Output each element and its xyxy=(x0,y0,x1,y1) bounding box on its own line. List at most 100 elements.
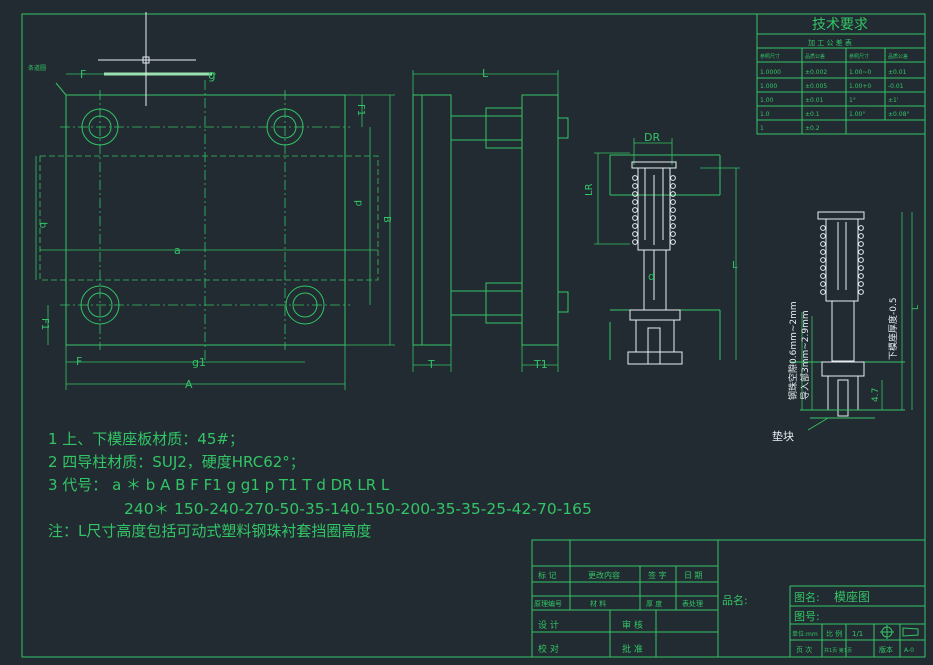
ball-bead xyxy=(820,265,826,271)
pad-label: 垫块 xyxy=(772,429,794,443)
upper-plate-side xyxy=(521,94,559,346)
ball-bead xyxy=(820,281,826,287)
hidden-outline xyxy=(39,155,379,281)
tb-material: 材 料 xyxy=(590,599,606,608)
gap-note: 钢珠空隙0.6mm~2mm xyxy=(787,301,799,400)
detail-view xyxy=(790,211,913,431)
ball-bead xyxy=(670,175,676,181)
tech-title: 技术要求 xyxy=(812,17,868,33)
tech-cell: ±0.005 xyxy=(805,83,827,90)
ball-bead xyxy=(820,273,826,279)
tb-sign: 签 字 xyxy=(648,570,667,580)
dim-47: 4.7 xyxy=(871,388,881,402)
tech-header-0: 参照尺寸 xyxy=(760,53,780,60)
ball-bead xyxy=(632,207,638,213)
tb-material-no: 原理编号 xyxy=(534,599,562,608)
ball-beads-detail-left xyxy=(820,225,826,295)
tb-version-no: A-0 xyxy=(904,647,914,654)
tb-drawing-no-label: 图号: xyxy=(794,610,820,623)
note-line-4: 240＊ 150-240-270-50-35-140-150-200-35-35… xyxy=(124,500,592,518)
ball-bead xyxy=(858,257,864,263)
label-note-small: 条道圆 xyxy=(28,64,46,72)
tb-scale-label: 比 例 xyxy=(826,629,842,638)
tech-cell: 1.0 xyxy=(760,111,770,118)
ball-bead xyxy=(632,239,638,245)
ball-bead xyxy=(632,223,638,229)
tech-cell: ±0.1 xyxy=(805,111,820,118)
top-view xyxy=(35,12,395,390)
tb-product-name-label: 品名: xyxy=(722,593,748,607)
label-LR: LR xyxy=(584,183,595,196)
ball-bead xyxy=(670,239,676,245)
note-line-3: 3 代号： a ＊ b A B F F1 g g1 p T1 T d DR LR… xyxy=(48,476,390,494)
ball-bead xyxy=(670,191,676,197)
tech-cell: 1.000 xyxy=(760,83,777,90)
ball-bead xyxy=(820,249,826,255)
label-T1: T1 xyxy=(533,358,548,371)
ball-bead xyxy=(820,289,826,295)
ball-bead xyxy=(858,273,864,279)
note-line-1: 1 上、下模座板材质：45#； xyxy=(48,430,244,448)
tb-thickness: 厚 度 xyxy=(646,599,662,608)
label-g: g xyxy=(208,68,216,82)
ball-bead xyxy=(858,225,864,231)
ball-bead xyxy=(632,215,638,221)
tb-drawing-name: 模座图 xyxy=(834,589,870,604)
tb-check: 校 对 xyxy=(538,643,559,655)
tech-cell: -0.01 xyxy=(888,83,904,90)
tech-header-2: 参照尺寸 xyxy=(849,53,869,60)
ball-bead xyxy=(820,233,826,239)
label-p: p xyxy=(353,200,364,206)
note-line-5: 注：L尺寸高度包括可动式塑料钢珠衬套挡圈高度 xyxy=(48,522,372,540)
ball-bead xyxy=(858,281,864,287)
tech-cell: ±0.01 xyxy=(805,97,824,104)
ball-bead xyxy=(632,191,638,197)
tech-cell: ±1' xyxy=(888,97,899,104)
tech-cell: 1.00+0 xyxy=(849,83,871,90)
dim-L-detail: L xyxy=(911,305,921,310)
thickness-note: 下模座厚度-0.5 xyxy=(887,297,899,360)
tech-subtitle: 加 工 公 差 表 xyxy=(808,38,852,47)
guide-hole-br xyxy=(285,285,325,325)
ball-bead xyxy=(858,289,864,295)
label-a: a xyxy=(174,244,181,257)
ball-bead xyxy=(670,183,676,189)
side-view xyxy=(412,70,569,372)
tb-approve: 批 准 xyxy=(622,643,643,655)
ball-bead xyxy=(858,249,864,255)
note-line-2: 2 四导柱材质：SUJ2，硬度HRC62°； xyxy=(48,453,305,471)
projection-cone-icon xyxy=(902,627,919,637)
tech-cell: ±0.002 xyxy=(805,69,827,76)
label-L: L xyxy=(482,67,489,80)
ball-bead xyxy=(670,231,676,237)
tb-unit: 单位:mm xyxy=(792,630,818,638)
guide-note: 导入部3mm~2.9mm xyxy=(799,310,811,400)
tech-cell: 1.00 xyxy=(760,97,774,104)
ball-bead xyxy=(632,199,638,205)
tech-cell: ±0.01 xyxy=(888,69,907,76)
ball-bead xyxy=(858,241,864,247)
ball-beads-right xyxy=(670,175,676,245)
tb-sheets: 共1页 第1页 xyxy=(824,647,852,654)
label-T: T xyxy=(427,358,435,371)
tb-mark: 标 记 xyxy=(538,570,557,580)
plate-outline xyxy=(65,94,346,346)
tech-cell: 1 xyxy=(760,125,764,132)
label-B: B xyxy=(381,216,392,223)
tech-header-3: 品质公差 xyxy=(888,53,908,60)
tb-pages: 页 次 xyxy=(796,645,812,654)
tech-header-1: 品质公差 xyxy=(805,53,825,60)
ball-bead xyxy=(670,207,676,213)
ball-bead xyxy=(632,183,638,189)
title-block xyxy=(531,539,926,658)
lower-plate-side xyxy=(412,94,452,346)
ball-bead xyxy=(820,257,826,263)
tb-change: 更改内容 xyxy=(588,570,620,580)
guide-hole-bl xyxy=(80,285,120,325)
tech-cell: 1.00~0 xyxy=(849,69,871,76)
label-A: A xyxy=(185,378,193,391)
label-d: d xyxy=(648,270,655,283)
ball-bead xyxy=(632,231,638,237)
